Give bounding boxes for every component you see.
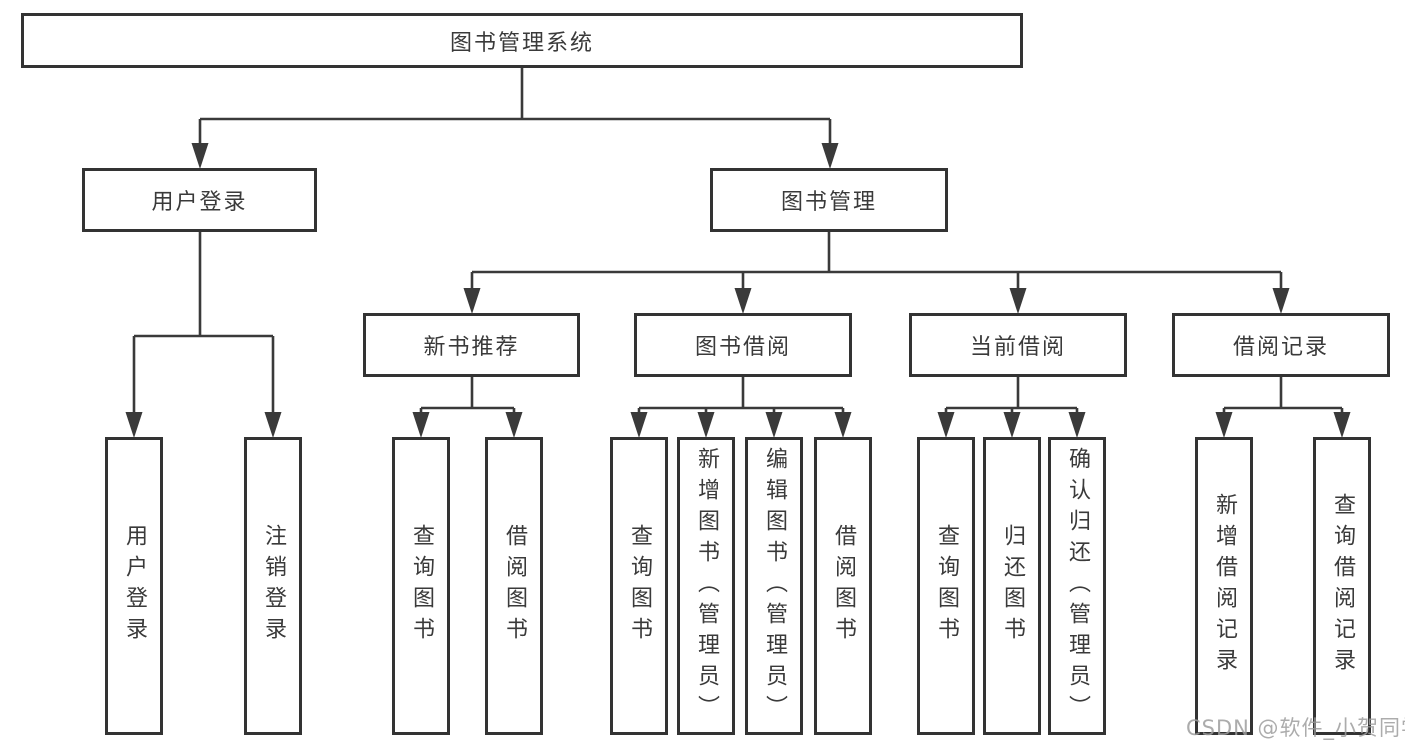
leaf-query-book-borrowing: 查询图书 (610, 437, 668, 735)
node-book-management: 图书管理 (710, 168, 948, 232)
node-new-book-recommend: 新书推荐 (363, 313, 580, 377)
leaf-borrow-book-recommend: 借阅图书 (485, 437, 543, 735)
leaf-query-borrow-record: 查询借阅记录 (1313, 437, 1371, 735)
csdn-watermark: CSDN @软件_小贺同学 (1186, 716, 1405, 740)
arrowheads (125, 143, 1351, 438)
leaf-confirm-return-admin: 确认归还（管理员） (1048, 437, 1106, 735)
node-borrowing-records: 借阅记录 (1172, 313, 1390, 377)
leaf-user-login: 用户登录 (105, 437, 163, 735)
leaf-logout: 注销登录 (244, 437, 302, 735)
leaf-edit-book-admin: 编辑图书（管理员） (745, 437, 803, 735)
leaf-borrow-book-borrowing: 借阅图书 (814, 437, 872, 735)
node-current-borrowing: 当前借阅 (909, 313, 1127, 377)
leaf-return-book: 归还图书 (983, 437, 1041, 735)
node-root-system: 图书管理系统 (21, 13, 1023, 68)
node-book-borrowing: 图书借阅 (634, 313, 852, 377)
leaf-query-book-recommend: 查询图书 (392, 437, 450, 735)
leaf-add-borrow-record: 新增借阅记录 (1195, 437, 1253, 735)
leaf-add-book-admin: 新增图书（管理员） (677, 437, 735, 735)
node-user-login: 用户登录 (82, 168, 317, 232)
leaf-query-book-current: 查询图书 (917, 437, 975, 735)
